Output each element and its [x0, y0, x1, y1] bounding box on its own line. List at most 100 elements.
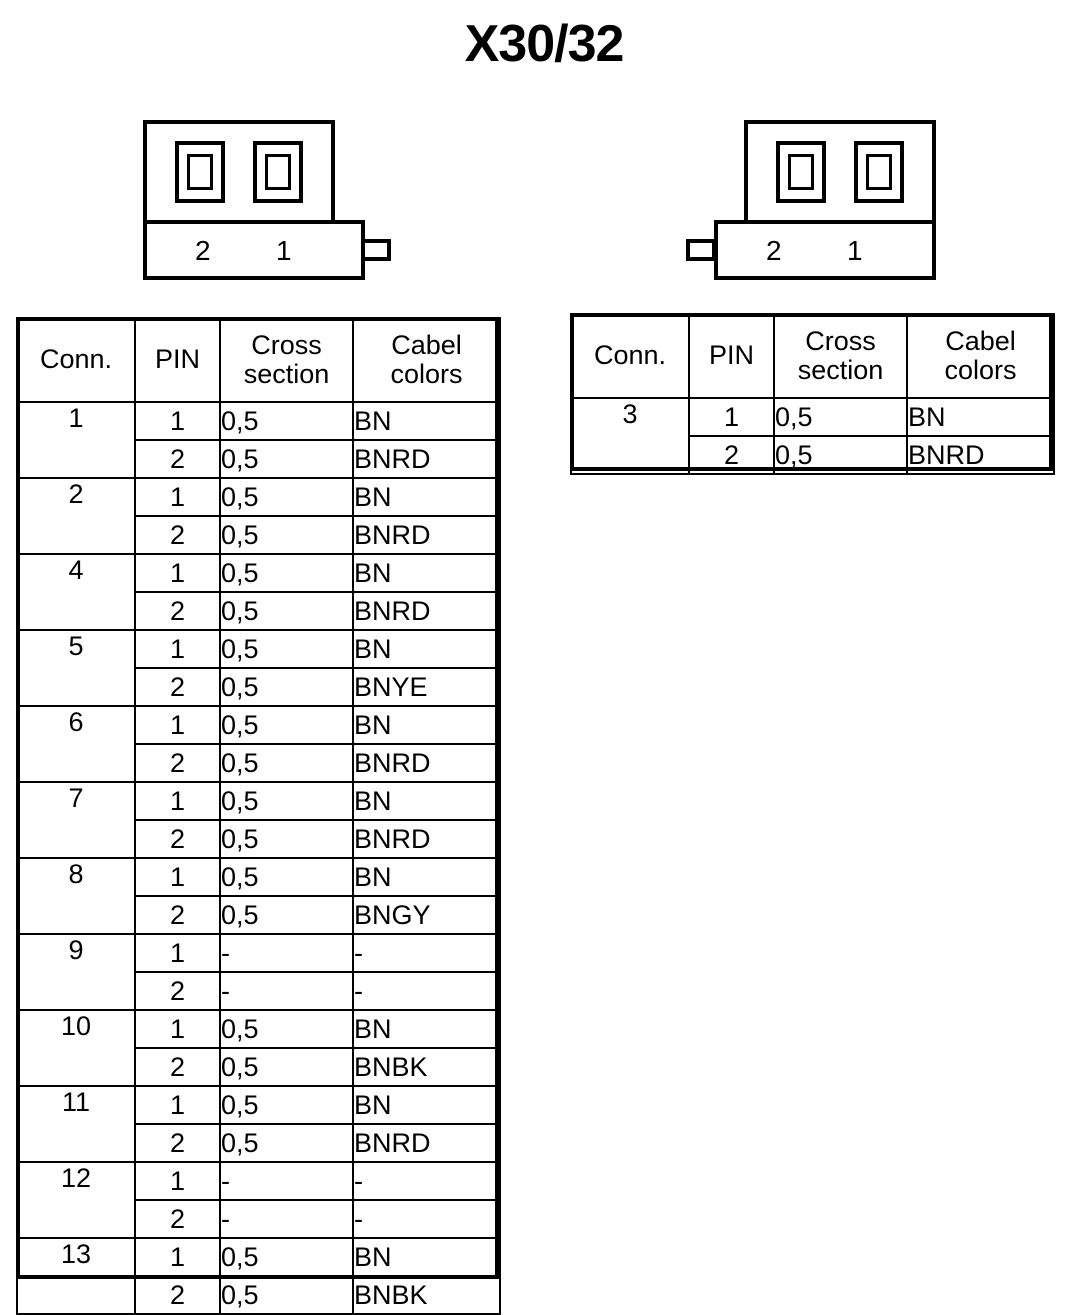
- cell-cross-section: 0,5: [219, 477, 354, 517]
- cell-cross-section: -: [219, 971, 354, 1011]
- cell-cabel-color: BN: [352, 1009, 501, 1049]
- connector-left-pin-label-2: 2: [195, 235, 211, 266]
- cell-cabel-color: BN: [352, 477, 501, 517]
- header-pin: PIN: [688, 313, 775, 399]
- cell-cabel-color: BN: [906, 397, 1055, 437]
- cell-cross-section: 0,5: [219, 667, 354, 707]
- cell-pin-number: 2: [134, 971, 221, 1011]
- cell-cross-section: 0,5: [219, 1009, 354, 1049]
- cell-pin-number: 2: [134, 591, 221, 631]
- cell-pin-number: 2: [134, 439, 221, 479]
- cell-cabel-color: BNRD: [352, 1123, 501, 1163]
- cell-connector-number: 8: [16, 857, 136, 935]
- cell-pin-number: 1: [134, 401, 221, 441]
- cell-cabel-color: BN: [352, 781, 501, 821]
- pin-contact-2-icon: [788, 154, 814, 190]
- cell-pin-number: 1: [134, 553, 221, 593]
- header-conn: Conn.: [16, 317, 136, 403]
- cell-cross-section: 0,5: [773, 397, 908, 437]
- cell-connector-number: 10: [16, 1009, 136, 1087]
- pin-cavity-2-icon: [776, 141, 826, 203]
- cell-pin-number: 2: [134, 515, 221, 555]
- cell-pin-number: 1: [134, 857, 221, 897]
- header-cross-line1: Cross: [251, 329, 322, 360]
- connector-housing-lower: [143, 220, 365, 280]
- header-cabel-line1: Cabel: [391, 329, 462, 360]
- cell-pin-number: 2: [134, 667, 221, 707]
- cell-pin-number: 1: [688, 397, 775, 437]
- header-conn: Conn.: [570, 313, 690, 399]
- cell-pin-number: 2: [134, 743, 221, 783]
- cell-cabel-color: BN: [352, 705, 501, 745]
- cell-cabel-color: BN: [352, 629, 501, 669]
- cell-connector-number: 13: [16, 1237, 136, 1315]
- cell-pin-number: 2: [134, 1275, 221, 1315]
- header-cabel-line1: Cabel: [945, 325, 1016, 356]
- header-cross-line1: Cross: [805, 325, 876, 356]
- cell-cross-section: 0,5: [219, 401, 354, 441]
- pin-cavity-1-icon: [854, 141, 904, 203]
- header-pin: PIN: [134, 317, 221, 403]
- connector-right-pin-label-2: 2: [766, 235, 782, 266]
- cell-cabel-color: -: [352, 971, 501, 1011]
- connector-right-pin-label-1: 1: [847, 235, 863, 266]
- cell-cabel-color: -: [352, 933, 501, 973]
- cell-pin-number: 2: [134, 1123, 221, 1163]
- cell-pin-number: 1: [134, 1085, 221, 1125]
- connector-housing-lower: [714, 220, 936, 280]
- cell-cross-section: 0,5: [219, 1085, 354, 1125]
- cell-pin-number: 1: [134, 629, 221, 669]
- connector-housing-upper: [143, 120, 335, 224]
- cell-cabel-color: BNRD: [352, 591, 501, 631]
- cell-cabel-color: BN: [352, 553, 501, 593]
- cell-cabel-color: BNRD: [352, 439, 501, 479]
- cell-cabel-color: BN: [352, 401, 501, 441]
- table-row: 2--: [17, 971, 501, 1011]
- connector-symbol-right: 2 1: [686, 120, 974, 280]
- cell-cross-section: 0,5: [219, 439, 354, 479]
- cell-cross-section: 0,5: [219, 857, 354, 897]
- cell-cabel-color: -: [352, 1199, 501, 1239]
- cell-cabel-color: BNRD: [352, 819, 501, 859]
- connector-left-pin-label-1: 1: [276, 235, 292, 266]
- header-cross-line2: section: [797, 355, 884, 385]
- cell-cross-section: 0,5: [773, 435, 908, 475]
- cell-cross-section: 0,5: [219, 629, 354, 669]
- cell-pin-number: 2: [134, 895, 221, 935]
- page-title: X30/32: [464, 15, 625, 73]
- cell-cabel-color: BNGY: [352, 895, 501, 935]
- cell-connector-number: 11: [16, 1085, 136, 1163]
- cell-cross-section: 0,5: [219, 705, 354, 745]
- cell-cross-section: 0,5: [219, 1275, 354, 1315]
- table-header-row: Conn. PIN Cross section Cabel colors: [570, 313, 1055, 399]
- cell-cross-section: 0,5: [219, 1237, 354, 1277]
- cell-pin-number: 1: [134, 477, 221, 517]
- cell-cabel-color: BNRD: [352, 743, 501, 783]
- cell-cross-section: 0,5: [219, 819, 354, 859]
- cell-connector-number: 5: [16, 629, 136, 707]
- pin-cavity-2-icon: [175, 141, 225, 203]
- pin-contact-1-icon: [866, 154, 892, 190]
- cell-connector-number: 7: [16, 781, 136, 859]
- cell-connector-number: 9: [16, 933, 136, 1011]
- cell-pin-number: 1: [134, 933, 221, 973]
- cell-cabel-color: BNBK: [352, 1047, 501, 1087]
- pin-contact-2-icon: [187, 154, 213, 190]
- cell-pin-number: 2: [688, 435, 775, 475]
